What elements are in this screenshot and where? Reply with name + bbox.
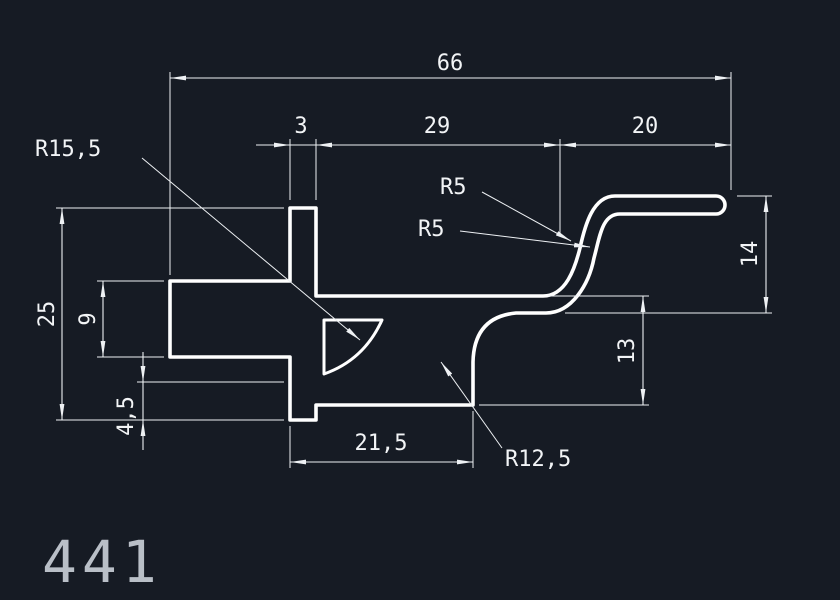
part-number: 441 xyxy=(42,528,162,596)
dim-seg-3: 3 xyxy=(256,114,316,148)
dim-bottom-21-5: 21,5 xyxy=(290,431,473,465)
dim-text-3: 3 xyxy=(294,114,307,139)
leader-radius-5-lower: R5 xyxy=(418,217,591,248)
leader-radius-12-5: R12,5 xyxy=(440,361,571,472)
dim-height-25: 25 xyxy=(35,208,65,420)
dim-overall-width-66: 66 xyxy=(170,51,731,81)
dim-text-9: 9 xyxy=(76,312,101,325)
dim-text-66: 66 xyxy=(437,51,464,76)
radius-text-15-5: R15,5 xyxy=(35,137,101,162)
leader-radius-5-upper: R5 xyxy=(440,175,572,242)
dim-height-4-5: 4,5 xyxy=(114,352,146,450)
leader-radius-15-5: R15,5 xyxy=(35,137,361,341)
dim-text-20: 20 xyxy=(632,114,659,139)
dim-height-14: 14 xyxy=(738,196,769,313)
profile-outline xyxy=(168,194,727,422)
dim-height-13: 13 xyxy=(615,296,646,405)
screw-port-triangle-hole xyxy=(322,318,384,376)
dim-seg-29: 29 xyxy=(316,114,560,148)
dim-height-9: 9 xyxy=(76,281,106,357)
dim-text-14: 14 xyxy=(738,241,763,268)
dim-text-21-5: 21,5 xyxy=(355,431,408,456)
extension-lines xyxy=(56,72,772,468)
dim-text-4-5: 4,5 xyxy=(114,396,139,436)
dim-seg-20: 20 xyxy=(560,114,731,148)
radius-text-5-lower: R5 xyxy=(418,217,445,242)
dim-text-25: 25 xyxy=(35,301,60,328)
dim-text-13: 13 xyxy=(615,338,640,365)
dim-text-29: 29 xyxy=(424,114,451,139)
radius-text-5-upper: R5 xyxy=(440,175,467,200)
radius-text-12-5: R12,5 xyxy=(505,447,571,472)
